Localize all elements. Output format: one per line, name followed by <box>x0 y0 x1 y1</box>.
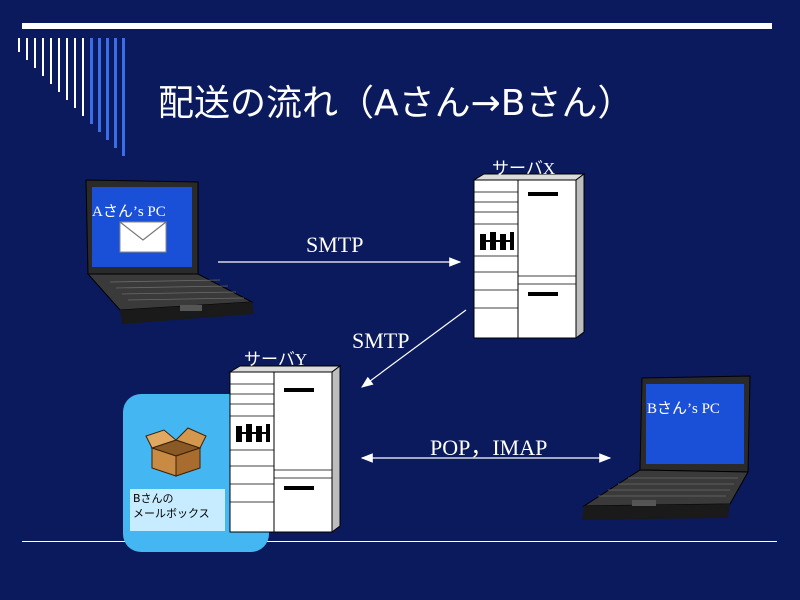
laptop-a-icon <box>85 179 254 324</box>
pc-b-label: Bさん’s PC <box>647 401 720 417</box>
stripe <box>114 38 117 148</box>
stripe <box>18 38 20 52</box>
mailbox-label: Bさんの メールボックス <box>130 489 225 531</box>
arrow-smtp-x-to-y <box>361 309 467 388</box>
decorative-stripes <box>18 38 125 156</box>
server-x-label: サーバX <box>492 159 556 178</box>
server-y-icon <box>228 365 342 533</box>
stripe <box>106 38 109 140</box>
stripe <box>58 38 60 92</box>
pc-a-label: Aさん’s PC <box>92 204 166 220</box>
envelope-icon <box>119 221 167 253</box>
server-y-label: サーバY <box>244 350 308 369</box>
top-rule <box>22 23 772 29</box>
stripe <box>50 38 52 84</box>
stripe <box>26 38 28 60</box>
edge-label-smtp-x-to-y: SMTP <box>352 328 410 353</box>
slide-title: 配送の流れ（Aさん→Bさん） <box>158 83 634 124</box>
stripe <box>98 38 101 132</box>
stripe <box>74 38 76 108</box>
bottom-rule <box>22 541 777 542</box>
stripe <box>34 38 36 68</box>
stripe <box>122 38 125 156</box>
stripe <box>66 38 68 100</box>
laptop-b-icon <box>582 375 751 520</box>
stripe <box>82 38 84 116</box>
stripe <box>42 38 44 76</box>
server-x-icon <box>472 173 586 339</box>
open-box-icon <box>145 427 207 477</box>
stripe <box>90 38 93 124</box>
edge-label-smtp-a-to-x: SMTP <box>306 232 364 257</box>
mailbox-label-line1: Bさんの <box>133 492 174 505</box>
mailbox-label-line2: メールボックス <box>133 507 210 520</box>
edge-label-pop-imap: POP，IMAP <box>430 435 548 460</box>
